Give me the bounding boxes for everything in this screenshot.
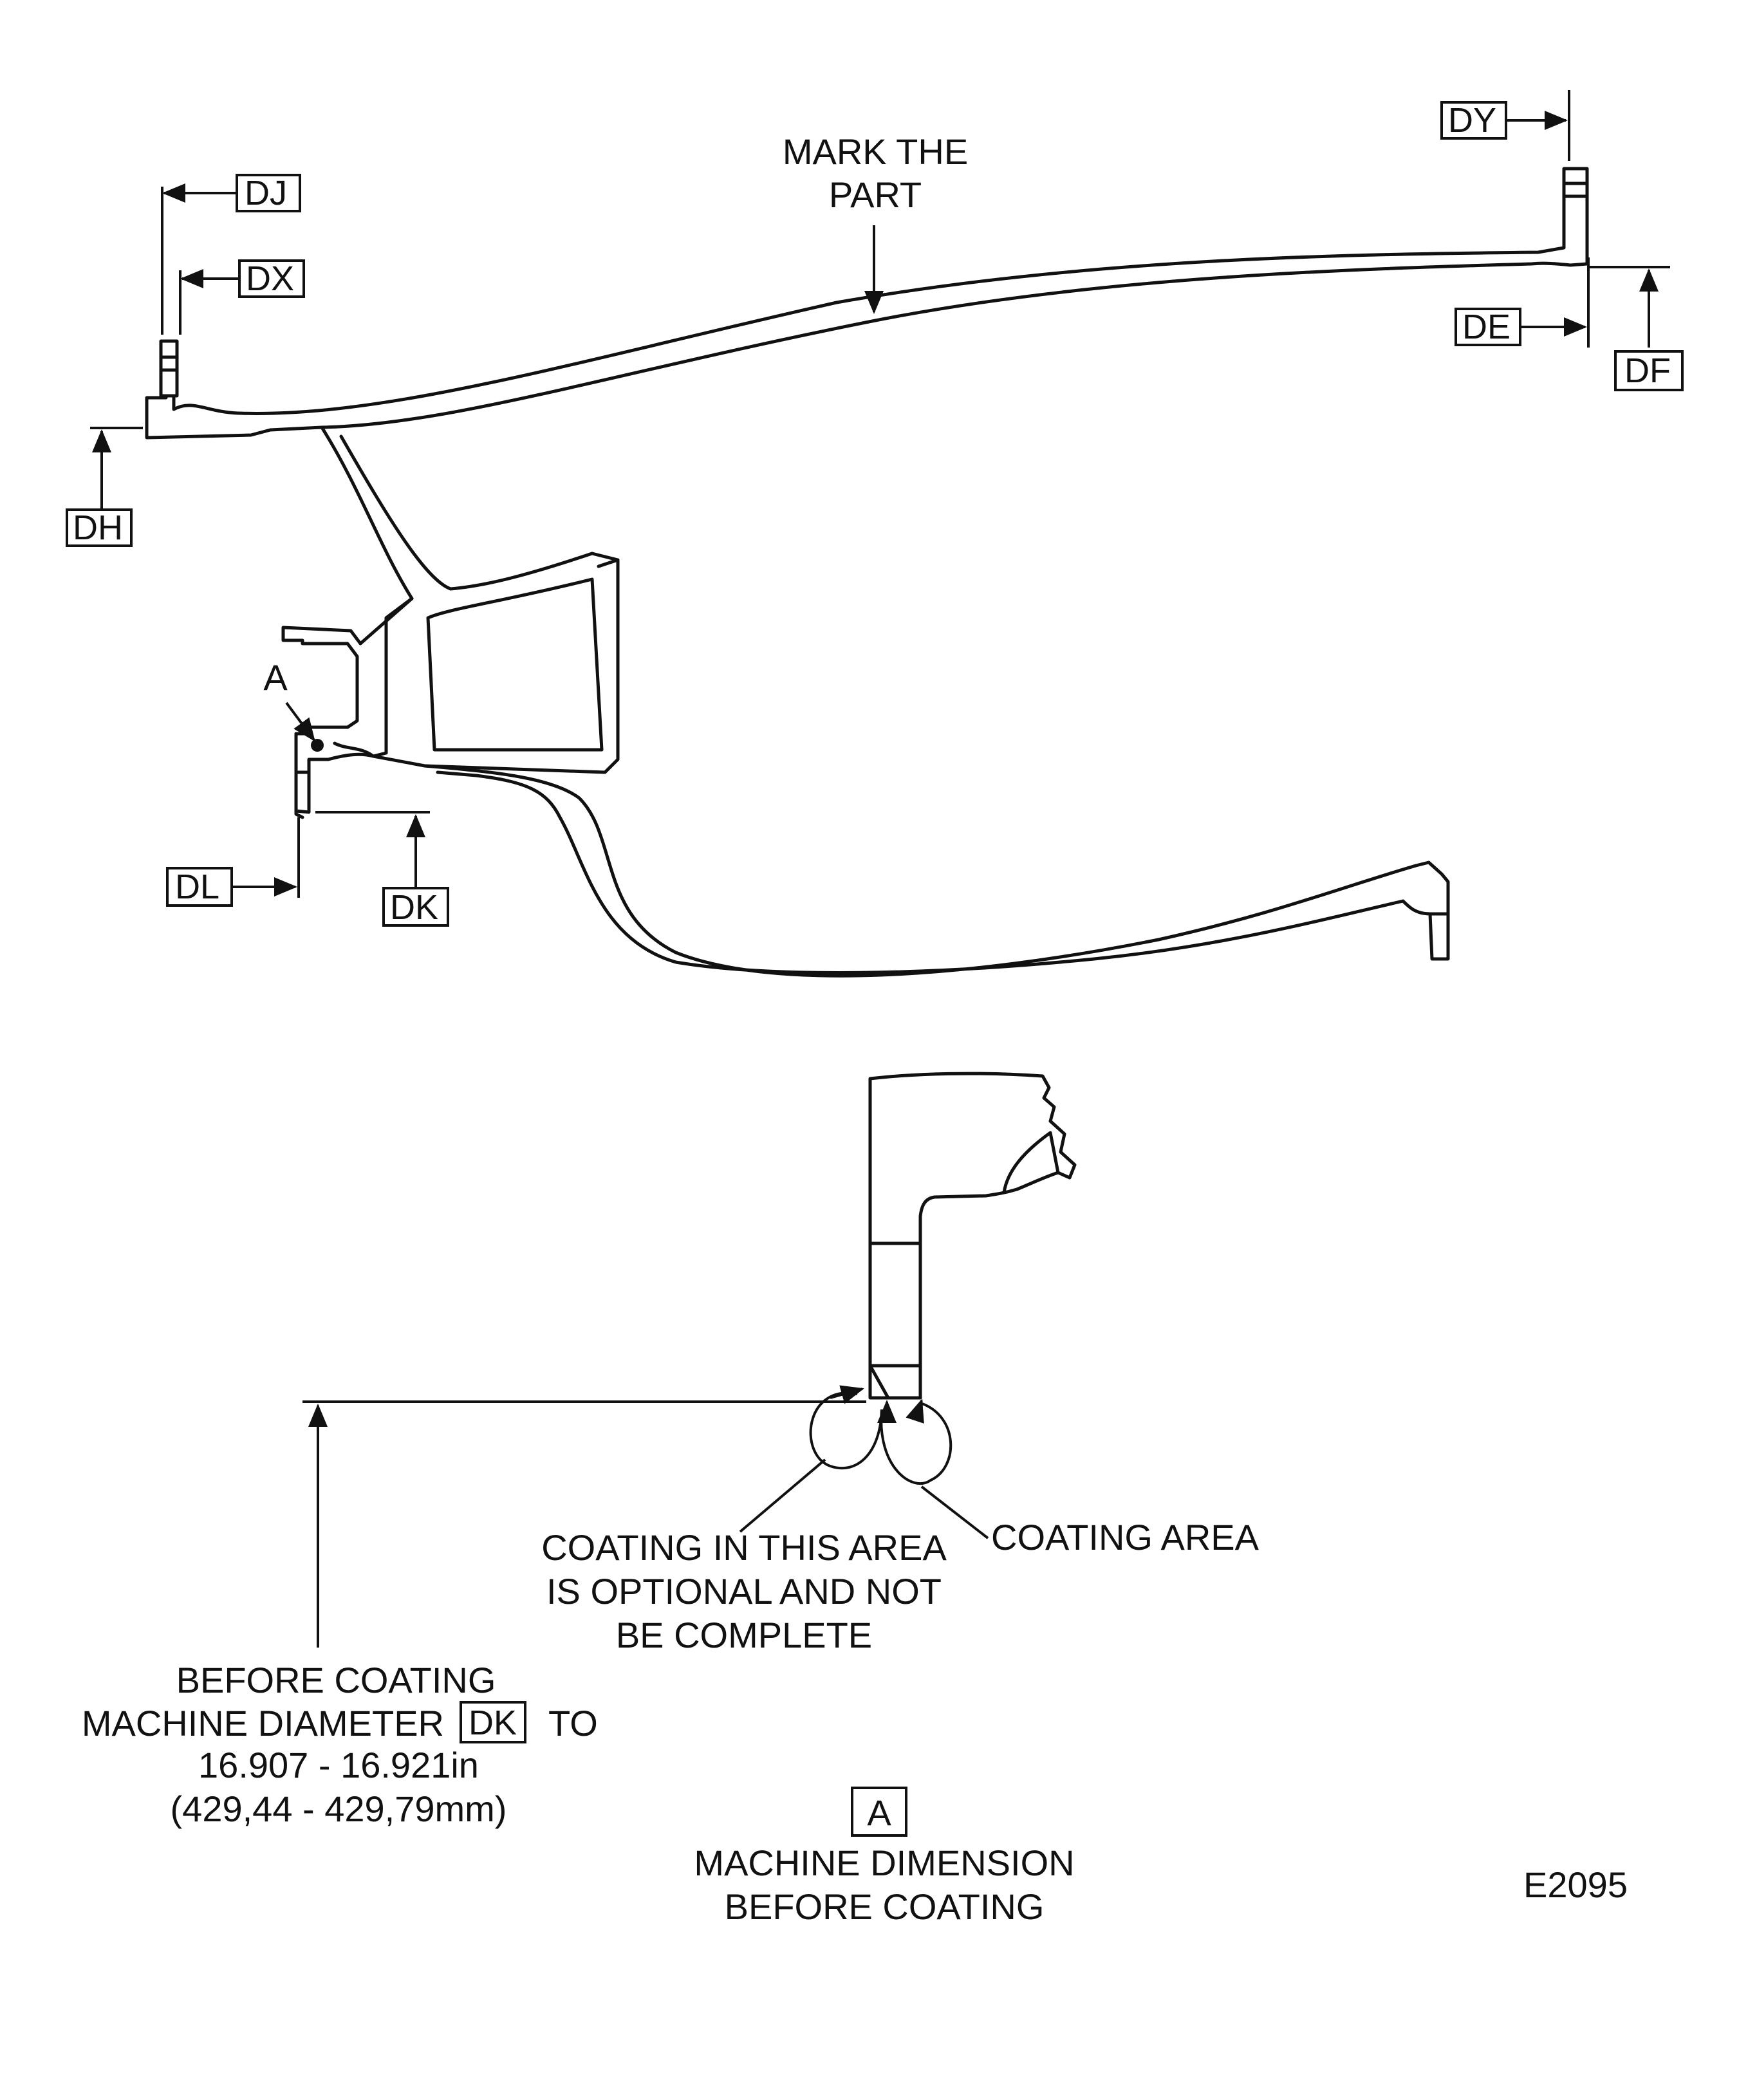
tag-box-dx xyxy=(238,259,305,298)
view-a-title-line2: BEFORE COATING xyxy=(725,1886,1045,1927)
before-coating-line3: 16.907 - 16.921in xyxy=(198,1745,479,1785)
mark-the-part-line2: PART xyxy=(829,174,922,215)
tag-box-df xyxy=(1614,350,1684,391)
dk-text-tag: DK xyxy=(469,1704,517,1742)
dim-tag-dy: DY xyxy=(1448,101,1496,140)
tag-box-dj xyxy=(236,174,301,212)
callout-a: A xyxy=(263,657,288,698)
before-coating-line2-suffix: TO xyxy=(548,1703,598,1743)
coating-optional-line2: IS OPTIONAL AND NOT xyxy=(546,1571,942,1612)
before-coating-line1: BEFORE COATING xyxy=(176,1660,496,1700)
part-cross-section xyxy=(145,167,1589,978)
figure-id: E2095 xyxy=(1523,1864,1628,1905)
tag-box-dk xyxy=(382,887,449,927)
coating-optional-line3: BE COMPLETE xyxy=(616,1615,872,1655)
view-a-tag-box xyxy=(851,1787,907,1837)
tag-box-dy xyxy=(1440,101,1507,140)
view-a-title-line1: MACHINE DIMENSION xyxy=(694,1843,1074,1883)
dim-tag-df: DF xyxy=(1624,351,1671,390)
view-a-tag: A xyxy=(867,1792,891,1833)
before-coating-line4: (429,44 - 429,79mm) xyxy=(171,1789,507,1829)
dim-tag-dx: DX xyxy=(246,259,294,298)
coating-optional-line1: COATING IN THIS AREA xyxy=(541,1527,947,1568)
coating-area-label: COATING AREA xyxy=(991,1517,1260,1557)
detail-view-a xyxy=(302,1072,1077,1648)
dimension-callouts: DJ DX DH DY DE DF DL DK xyxy=(66,90,1684,927)
mark-the-part-line1: MARK THE xyxy=(783,131,968,172)
tag-box-de xyxy=(1455,308,1521,346)
tag-box-dh xyxy=(66,508,133,547)
dim-tag-dl: DL xyxy=(175,868,219,906)
dim-tag-dj: DJ xyxy=(245,174,287,212)
dim-tag-de: DE xyxy=(1462,308,1511,346)
dim-tag-dh: DH xyxy=(73,508,123,547)
annotations: MARK THE PART A COATING IN THIS AREA IS … xyxy=(82,131,1628,1927)
tag-box-dl xyxy=(166,867,233,907)
tag-box-dk-text xyxy=(460,1701,526,1743)
dim-tag-dk: DK xyxy=(390,888,438,927)
before-coating-line2-prefix: MACHINE DIAMETER xyxy=(82,1703,444,1743)
